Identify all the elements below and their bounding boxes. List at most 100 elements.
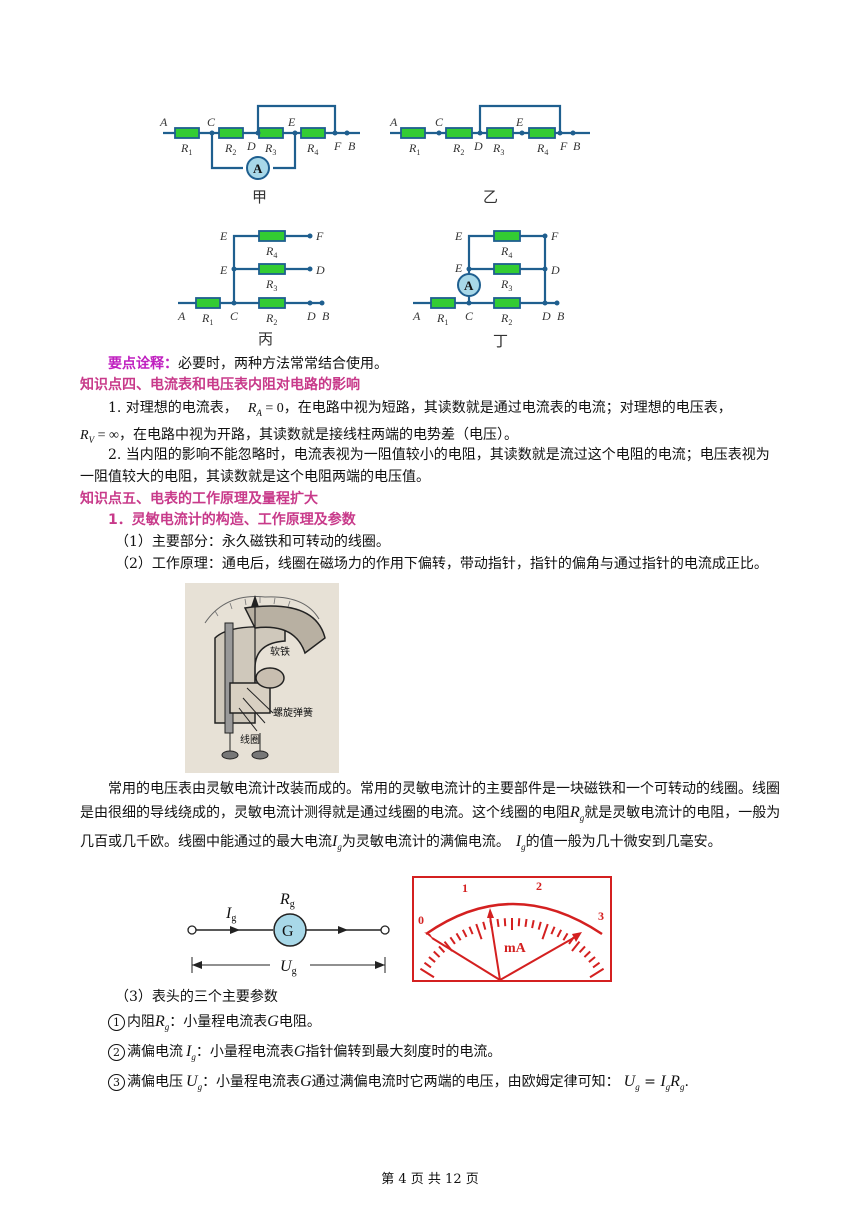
node-d: D	[473, 139, 483, 153]
k4-paragraph-2: 2. 当内阻的影响不能忽略时，电流表视为一阻值较小的电阻，其读数就是流过这个电阻…	[80, 447, 770, 485]
tip-text: 必要时，两种方法常常结合使用。	[178, 356, 388, 372]
node-b: B	[557, 309, 565, 323]
node-e: E	[287, 115, 296, 129]
dial-tick-mark	[517, 918, 521, 927]
dial-tick-mark	[482, 921, 487, 930]
circuit-yi: A C D E F B R1 R2 R3 R4 乙	[389, 104, 590, 206]
resistor-r2	[445, 127, 473, 139]
node-a: A	[412, 309, 421, 323]
label-r4: R4	[306, 141, 318, 157]
node-d: D	[541, 309, 551, 323]
label-r1: R1	[408, 141, 420, 157]
dial-tick-3: 3	[598, 909, 604, 923]
node-d: D	[306, 309, 316, 323]
node-a: A	[177, 309, 186, 323]
label-r1: R1	[201, 311, 213, 327]
ma-dial: 0 1 2 3 mA	[412, 876, 612, 982]
label-rg: Rg	[279, 891, 295, 910]
dial-tick-mark	[455, 932, 462, 941]
resistor-r4	[258, 230, 286, 242]
caption-jia: 甲	[252, 188, 267, 206]
galvanometer-paragraph: 常用的电压表由灵敏电流计改装而成的。常用的灵敏电流计的主要部件是一块磁铁和一个可…	[80, 781, 781, 853]
dial-tick-1: 1	[462, 881, 468, 895]
item-2: （2）工作原理：通电后，线圈在磁场力的作用下偏转，带动指针，指针的偏角与通过指针…	[115, 556, 768, 572]
tip-label: 要点诠释：	[108, 356, 178, 372]
dial-tick-mark	[571, 941, 581, 952]
node-d-mid: D	[550, 263, 560, 277]
resistor-r4	[528, 127, 556, 139]
label-ig: Ig	[225, 905, 236, 924]
g-meter	[273, 913, 307, 947]
label-r2: R2	[224, 141, 236, 157]
dial-tick-mark	[468, 926, 474, 935]
page-footer: 第 4 页 共 12 页	[381, 1172, 479, 1187]
node-d-mid: D	[315, 263, 325, 277]
ammeter	[457, 273, 481, 297]
resistor-r3	[486, 127, 514, 139]
node-a: A	[389, 115, 398, 129]
section-heading-4: 知识点四、电流表和电压表内阻对电路的影响	[80, 377, 360, 393]
label-r1: R1	[436, 311, 448, 327]
dial-tick-mark	[537, 921, 542, 930]
label-r3: R3	[264, 141, 276, 157]
resistor-r2	[493, 297, 521, 309]
resistor-r4	[300, 127, 326, 139]
resistor-r3	[258, 263, 286, 275]
dial-tick-0: 0	[418, 913, 424, 927]
node-e-top: E	[219, 229, 228, 243]
dial-tick-mark	[419, 967, 435, 979]
caption-ding: 丁	[493, 332, 508, 350]
resistor-r2	[218, 127, 244, 139]
node-c: C	[465, 309, 474, 323]
node-b: B	[348, 139, 356, 153]
g-meter-label: G	[282, 923, 294, 940]
node-c: C	[435, 115, 444, 129]
tip-line: 要点诠释：必要时，两种方法常常结合使用。	[108, 353, 388, 375]
section-heading-5: 知识点五、电表的工作原理及量程扩大	[80, 491, 318, 507]
resistor-r1	[195, 297, 221, 309]
dial-tick-mark	[589, 967, 605, 979]
resistor-r2	[258, 297, 286, 309]
label-ug: Ug	[280, 958, 297, 977]
dial-tick-mark	[433, 950, 441, 958]
node-e-top: E	[454, 229, 463, 243]
caption-yi: 乙	[483, 188, 498, 206]
galvanometer-photo: 软铁 螺旋弹簧 线圈	[185, 583, 339, 773]
subheading-1: 1．灵敏电流计的构造、工作原理及参数	[108, 512, 356, 528]
dial-unit: mA	[504, 941, 527, 956]
dial-tick-mark	[583, 950, 591, 958]
k4-paragraph-1: 1. 对理想的电流表，RA = 0，在电路中视为短路，其读数就是通过电流表的电流…	[80, 400, 732, 445]
node-c: C	[207, 115, 216, 129]
circuit-jia: A A C D E F B R1 R2 R3 R4 甲	[159, 104, 360, 206]
node-f: F	[559, 139, 568, 153]
node-f: F	[315, 229, 324, 243]
dial-tick-mark	[496, 918, 500, 928]
dial-tick-mark	[475, 923, 483, 940]
resistor-r1	[174, 127, 200, 139]
circuit-bing: E E F D A C D B R1 R2 R3 R4 丙	[177, 229, 330, 348]
label-spring: 螺旋弹簧	[273, 706, 313, 719]
dial-tick-mark	[588, 956, 596, 963]
dial-tick-mark	[524, 918, 528, 928]
resistor-r4	[493, 230, 521, 242]
ammeter-label: A	[464, 278, 474, 293]
label-r3: R3	[500, 277, 512, 293]
label-r2: R2	[500, 311, 512, 327]
node-e-mid: E	[219, 263, 228, 277]
circuit-ding: A E E F D A C D B R1 R2 R3 R4 丁	[412, 229, 565, 350]
dial-tick-mark	[423, 961, 432, 969]
label-coil: 线圈	[240, 733, 260, 746]
dial-tick-mark	[562, 932, 569, 941]
node-a: A	[159, 115, 168, 129]
dial-tick-mark	[449, 936, 456, 945]
resistor-r3	[493, 263, 521, 275]
resistor-r1	[430, 297, 456, 309]
resistor-r1	[400, 127, 426, 139]
dial-tick-2: 2	[536, 879, 542, 893]
label-soft-iron: 软铁	[270, 645, 290, 658]
dial-tick-mark	[556, 929, 563, 938]
node-b: B	[573, 139, 581, 153]
label-r1: R1	[180, 141, 192, 157]
